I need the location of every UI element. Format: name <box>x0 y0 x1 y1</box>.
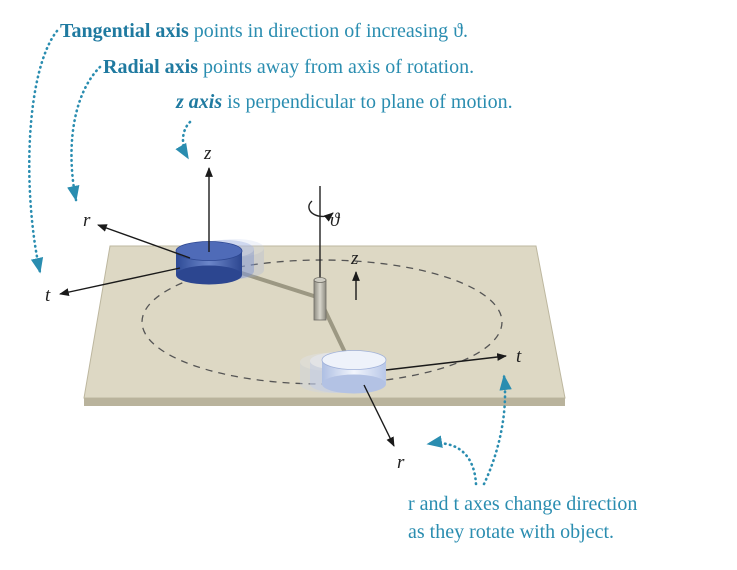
radial-caption: Radial axis points away from axis of rot… <box>103 56 474 78</box>
r-axis-left <box>97 224 191 259</box>
t-axis-right <box>385 353 507 371</box>
light-puck-axes <box>363 353 507 447</box>
dark-puck-axes <box>59 167 213 296</box>
t-axis-left <box>59 267 181 296</box>
z-leader <box>175 120 192 160</box>
z-caption: z axis is perpendicular to plane of moti… <box>175 91 513 113</box>
tangential-leader <box>27 29 59 274</box>
center-post <box>313 277 327 321</box>
r-axis-bottom <box>363 384 395 447</box>
theta-label: ϑ <box>330 210 341 231</box>
r-label-left: r <box>83 210 91 231</box>
tangential-caption: Tangential axis points in direction of i… <box>60 20 468 42</box>
z-label-left: z <box>203 143 212 164</box>
rotation-axis <box>308 186 334 282</box>
change-caption-line1: r and t axes change direction <box>408 493 637 515</box>
annotation-leaders <box>27 29 512 486</box>
rod-to-dark-puck <box>231 268 321 300</box>
t-label-left: t <box>45 285 51 306</box>
r-label-bottom: r <box>397 452 405 473</box>
z-label-center: z <box>350 248 359 269</box>
change-leader-r <box>426 435 478 486</box>
change-caption-line2: as they rotate with object. <box>408 521 614 543</box>
radial-leader <box>67 65 102 202</box>
light-puck <box>300 350 387 394</box>
dark-puck <box>175 239 264 285</box>
change-leader-t <box>482 374 512 486</box>
t-label-right: t <box>516 346 522 367</box>
